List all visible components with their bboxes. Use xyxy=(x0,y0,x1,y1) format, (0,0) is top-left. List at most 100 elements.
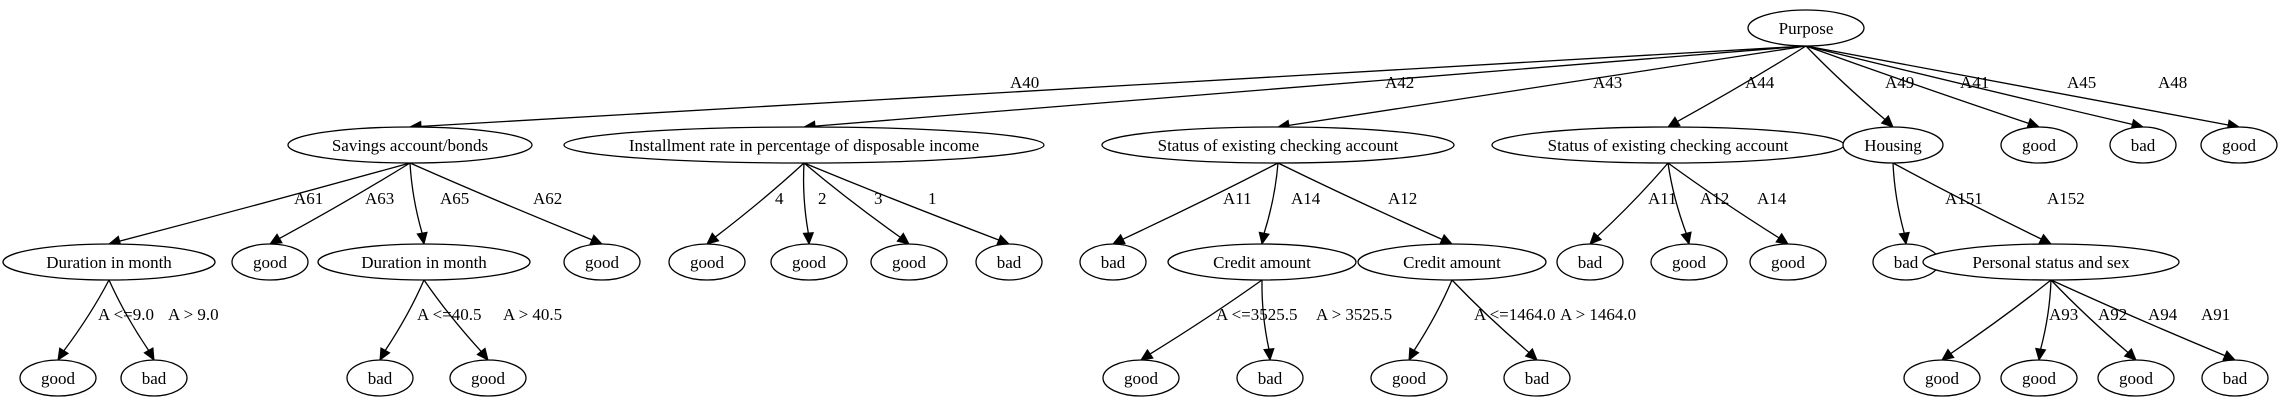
edge-arrowhead-n3-n18 xyxy=(1258,231,1270,246)
edge-label: A <=3525.5 xyxy=(1216,305,1298,324)
edge-arrowhead-n1-n12 xyxy=(589,234,604,245)
edge-n0-n6 xyxy=(1805,45,2029,125)
node-label: bad xyxy=(2223,369,2248,388)
node-label: Duration in month xyxy=(46,253,172,272)
node-label: bad xyxy=(997,253,1022,272)
decision-node: Credit amount xyxy=(1167,243,1357,281)
edge-n9-n25 xyxy=(63,279,110,352)
edge-n3-n17 xyxy=(1122,162,1279,240)
edge-arrowhead-n24-n35 xyxy=(2123,347,2137,361)
node-ellipse xyxy=(1357,243,1547,281)
leaf-node-bad: bad xyxy=(346,359,414,397)
edge-arrowhead-n11-n27 xyxy=(379,347,391,362)
edge-n1-n11 xyxy=(409,162,423,234)
edge-arrowhead-n4-n22 xyxy=(1775,232,1790,245)
edge-n4-n21 xyxy=(1667,162,1687,234)
edge-arrowhead-n5-n24 xyxy=(2038,233,2053,245)
decision-node: Duration in month xyxy=(317,243,531,281)
node-ellipse xyxy=(870,243,948,281)
node-label: bad xyxy=(2131,136,2156,155)
node-label: good xyxy=(2022,136,2057,155)
node-ellipse xyxy=(120,359,188,397)
node-ellipse xyxy=(1749,243,1827,281)
edge-n11-n27 xyxy=(384,279,425,351)
node-ellipse xyxy=(1370,359,1448,397)
node-label: bad xyxy=(1101,253,1126,272)
edge-n5-n23 xyxy=(1892,162,1905,234)
edge-arrowhead-n1-n10 xyxy=(268,233,283,245)
edge-label: A94 xyxy=(2148,305,2178,324)
node-ellipse xyxy=(1903,359,1981,397)
leaf-node-bad: bad xyxy=(1503,359,1571,397)
edge-label: A151 xyxy=(1945,189,1983,208)
node-ellipse xyxy=(975,243,1043,281)
node-ellipse xyxy=(346,359,414,397)
node-label: Credit amount xyxy=(1213,253,1311,272)
edge-label: A43 xyxy=(1593,73,1622,92)
edge-label: 3 xyxy=(874,189,883,208)
edge-label: A63 xyxy=(365,189,394,208)
node-label: bad xyxy=(1525,369,1550,388)
edge-label: A62 xyxy=(533,189,562,208)
node-ellipse xyxy=(317,243,531,281)
node-ellipse xyxy=(1503,359,1571,397)
edge-arrowhead-n9-n25 xyxy=(57,347,70,362)
leaf-node-good: good xyxy=(449,359,527,397)
leaf-node-good: good xyxy=(2000,126,2078,164)
node-ellipse xyxy=(1102,359,1180,397)
leaf-node-good: good xyxy=(668,243,746,281)
node-ellipse xyxy=(2000,359,2078,397)
decision-node: Status of existing checking account xyxy=(1491,126,1845,164)
node-ellipse xyxy=(563,243,641,281)
edge-n11-n28 xyxy=(423,279,482,352)
node-label: Status of existing checking account xyxy=(1548,136,1789,155)
leaf-node-good: good xyxy=(770,243,848,281)
node-label: good xyxy=(41,369,76,388)
leaf-node-good: good xyxy=(19,359,97,397)
edge-arrowhead-n2-n16 xyxy=(996,234,1011,246)
edge-arrowhead-n3-n17 xyxy=(1111,233,1126,245)
edge-label: A11 xyxy=(1648,189,1677,208)
edge-arrowhead-n24-n34 xyxy=(2034,347,2047,362)
edge-label: A > 9.0 xyxy=(168,305,219,324)
edge-n4-n20 xyxy=(1597,162,1669,237)
edge-n1-n12 xyxy=(409,162,593,241)
node-label: good xyxy=(1672,253,1707,272)
node-ellipse xyxy=(1556,243,1624,281)
node-ellipse xyxy=(19,359,97,397)
node-label: good xyxy=(1124,369,1159,388)
edge-n24-n35 xyxy=(2050,279,2129,353)
edge-label: A45 xyxy=(2067,73,2096,92)
edge-n2-n15 xyxy=(803,162,901,238)
edge-n3-n19 xyxy=(1277,162,1443,240)
node-label: bad xyxy=(1258,369,1283,388)
node-ellipse xyxy=(231,243,309,281)
leaf-node-good: good xyxy=(563,243,641,281)
edge-n5-n24 xyxy=(1892,162,2042,240)
node-label: good xyxy=(585,253,620,272)
edge-arrowhead-n5-n23 xyxy=(1898,231,1910,246)
node-ellipse xyxy=(2200,126,2278,164)
edge-n0-n2 xyxy=(814,45,1807,127)
node-ellipse xyxy=(1922,243,2180,281)
node-ellipse xyxy=(1650,243,1728,281)
edge-arrowhead-n4-n21 xyxy=(1680,231,1692,246)
node-label: good xyxy=(2222,136,2257,155)
leaf-node-good: good xyxy=(2000,359,2078,397)
edge-n9-n26 xyxy=(108,279,150,351)
edge-arrowhead-n2-n14 xyxy=(802,232,815,246)
node-ellipse xyxy=(1236,359,1304,397)
edge-label: A61 xyxy=(294,189,323,208)
edge-label: A > 40.5 xyxy=(503,305,562,324)
edge-label: 2 xyxy=(818,189,827,208)
node-label: Credit amount xyxy=(1403,253,1501,272)
edge-label: A48 xyxy=(2158,73,2187,92)
edge-label: A40 xyxy=(1010,73,1039,92)
node-label: good xyxy=(892,253,927,272)
edge-arrowhead-n0-n5 xyxy=(1880,114,1894,128)
edge-n3-n18 xyxy=(1263,162,1279,234)
edge-n19-n32 xyxy=(1451,279,1530,353)
